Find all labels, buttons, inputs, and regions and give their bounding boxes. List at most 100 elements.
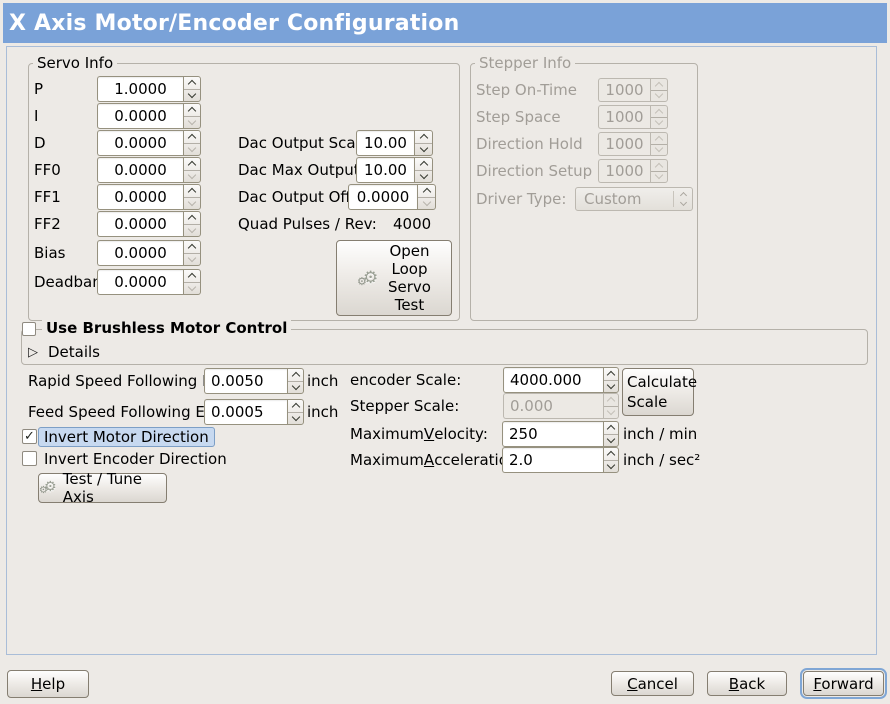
d-spinbox: 0.0000 (97, 130, 201, 156)
encoder-scale-spin-down-button[interactable] (604, 379, 618, 393)
step-on-time-spin-up-button (651, 79, 667, 90)
rapid-following-error-spin-down-button[interactable] (288, 380, 303, 394)
test-tune-axis-button[interactable]: ⚙⚙ Test / Tune Axis (38, 470, 167, 506)
driver-type-label: Driver Type: (476, 190, 567, 208)
ff1-spin-down-button[interactable] (184, 196, 200, 210)
direction-setup-spin-up-button (651, 160, 667, 171)
gears-icon: ⚙⚙ (357, 268, 379, 288)
maximum-velocity-input[interactable]: 250 (502, 421, 603, 447)
dac-output-scale-spinbox: 10.00 (356, 130, 433, 156)
invert-encoder-label[interactable]: Invert Encoder Direction (44, 450, 227, 468)
ff1-spin-buttons (183, 184, 201, 210)
bias-value-input[interactable]: 0.0000 (97, 240, 183, 266)
invert-motor-label[interactable]: Invert Motor Direction (38, 427, 215, 447)
stepper-scale-label: Stepper Scale: (350, 397, 460, 415)
dac-output-scale-label: Dac Output Scale: (238, 134, 375, 152)
calculate-scale-label: Calculate Scale (627, 373, 698, 411)
feed-following-error-input[interactable]: 0.0005 (204, 399, 287, 425)
feed-following-error-spin-up-button[interactable] (288, 400, 303, 412)
i-value-input[interactable]: 0.0000 (97, 103, 183, 129)
invert-motor-checkbox[interactable]: ✓ (22, 429, 37, 444)
back-button-label: Back (728, 674, 766, 693)
invert-encoder-checkbox[interactable] (22, 451, 37, 466)
use-brushless-label: Use Brushless Motor Control (42, 320, 292, 337)
direction-setup-spinbox: 1000 (598, 159, 668, 183)
calculate-scale-button[interactable]: Calculate Scale (622, 368, 698, 416)
p-label: P (34, 80, 44, 98)
dac-max-output-spin-up-button[interactable] (415, 158, 432, 170)
maximum-velocity-spin-down-button[interactable] (604, 433, 618, 447)
open-loop-servo-test-button[interactable]: ⚙⚙ Open Loop Servo Test (336, 240, 452, 316)
deadband-label: Deadband (34, 273, 112, 291)
details-expander[interactable]: ▷ (28, 343, 38, 361)
maximum-velocity-spin-up-button[interactable] (604, 422, 618, 434)
step-on-time-spin-down-button (651, 89, 667, 102)
maximum-acceleration-spinbox: 2.0 (502, 447, 619, 473)
d-spin-up-button[interactable] (184, 131, 200, 143)
checkmark-icon: ✓ (24, 429, 35, 444)
bias-label: Bias (34, 244, 66, 262)
step-space-spinbox: 1000 (598, 105, 668, 129)
i-spin-up-button[interactable] (184, 104, 200, 116)
deadband-value-input[interactable]: 0.0000 (97, 269, 183, 295)
dac-output-offset-input[interactable]: 0.0000 (348, 184, 417, 210)
dac-output-scale-input[interactable]: 10.00 (356, 130, 414, 156)
d-value-input[interactable]: 0.0000 (97, 130, 183, 156)
ff1-spin-up-button[interactable] (184, 185, 200, 197)
details-label: Details (48, 343, 101, 361)
cancel-button[interactable]: Cancel (611, 671, 694, 696)
dac-max-output-spinbox: 10.00 (356, 157, 433, 183)
p-spin-down-button[interactable] (184, 88, 200, 102)
step-space-spin-down-button (651, 116, 667, 129)
help-button[interactable]: Help (7, 670, 89, 698)
ff0-value-input[interactable]: 0.0000 (97, 157, 183, 183)
feed-following-error-spin-down-button[interactable] (288, 411, 303, 425)
d-spin-buttons (183, 130, 201, 156)
d-spin-down-button[interactable] (184, 142, 200, 156)
ff2-value-input[interactable]: 0.0000 (97, 211, 183, 237)
step-space-spin-up-button (651, 106, 667, 117)
p-spin-up-button[interactable] (184, 77, 200, 89)
ff0-spin-down-button[interactable] (184, 169, 200, 183)
dac-output-offset-spin-buttons (417, 184, 436, 210)
ff2-spin-down-button[interactable] (184, 223, 200, 237)
forward-button[interactable]: Forward (800, 668, 887, 699)
dac-output-offset-spin-up-button[interactable] (418, 185, 435, 197)
encoder-scale-label: encoder Scale: (350, 371, 462, 389)
dac-output-scale-spin-buttons (414, 130, 433, 156)
deadband-spin-up-button[interactable] (184, 270, 200, 282)
p-value-input[interactable]: 1.0000 (97, 76, 183, 102)
dac-max-output-spin-buttons (414, 157, 433, 183)
quad-pulses-value: 4000 (393, 215, 432, 233)
ff2-spin-up-button[interactable] (184, 212, 200, 224)
bias-spin-down-button[interactable] (184, 252, 200, 266)
bias-spin-up-button[interactable] (184, 241, 200, 253)
maximum-acceleration-spin-up-button[interactable] (604, 448, 618, 460)
ff1-value-input[interactable]: 0.0000 (97, 184, 183, 210)
step-on-time-spin-buttons (650, 78, 668, 102)
encoder-scale-input[interactable]: 4000.000 (503, 367, 603, 393)
i-spin-down-button[interactable] (184, 115, 200, 129)
back-button[interactable]: Back (707, 671, 787, 696)
step-on-time-input: 1000 (598, 78, 650, 102)
dac-output-scale-spin-up-button[interactable] (415, 131, 432, 143)
use-brushless-checkbox[interactable] (22, 322, 36, 336)
deadband-spin-down-button[interactable] (184, 281, 200, 295)
maximum-acceleration-spin-down-button[interactable] (604, 459, 618, 473)
dac-max-output-spin-down-button[interactable] (415, 169, 432, 183)
dac-output-offset-spin-down-button[interactable] (418, 196, 435, 210)
quad-pulses-label: Quad Pulses / Rev: (238, 215, 377, 233)
maximum-acceleration-input[interactable]: 2.0 (502, 447, 603, 473)
i-spin-buttons (183, 103, 201, 129)
dac-output-scale-spin-down-button[interactable] (415, 142, 432, 156)
ff1-label: FF1 (34, 188, 61, 206)
stepper-scale-input: 0.000 (503, 393, 603, 419)
maximum-velocity-unit: inch / min (623, 425, 698, 443)
dac-max-output-input[interactable]: 10.00 (356, 157, 414, 183)
encoder-scale-spin-up-button[interactable] (604, 368, 618, 380)
rapid-following-error-spin-up-button[interactable] (288, 369, 303, 381)
dac-max-output-label: Dac Max Output: (238, 161, 365, 179)
rapid-following-error-input[interactable]: 0.0050 (204, 368, 287, 394)
ff0-spin-up-button[interactable] (184, 158, 200, 170)
